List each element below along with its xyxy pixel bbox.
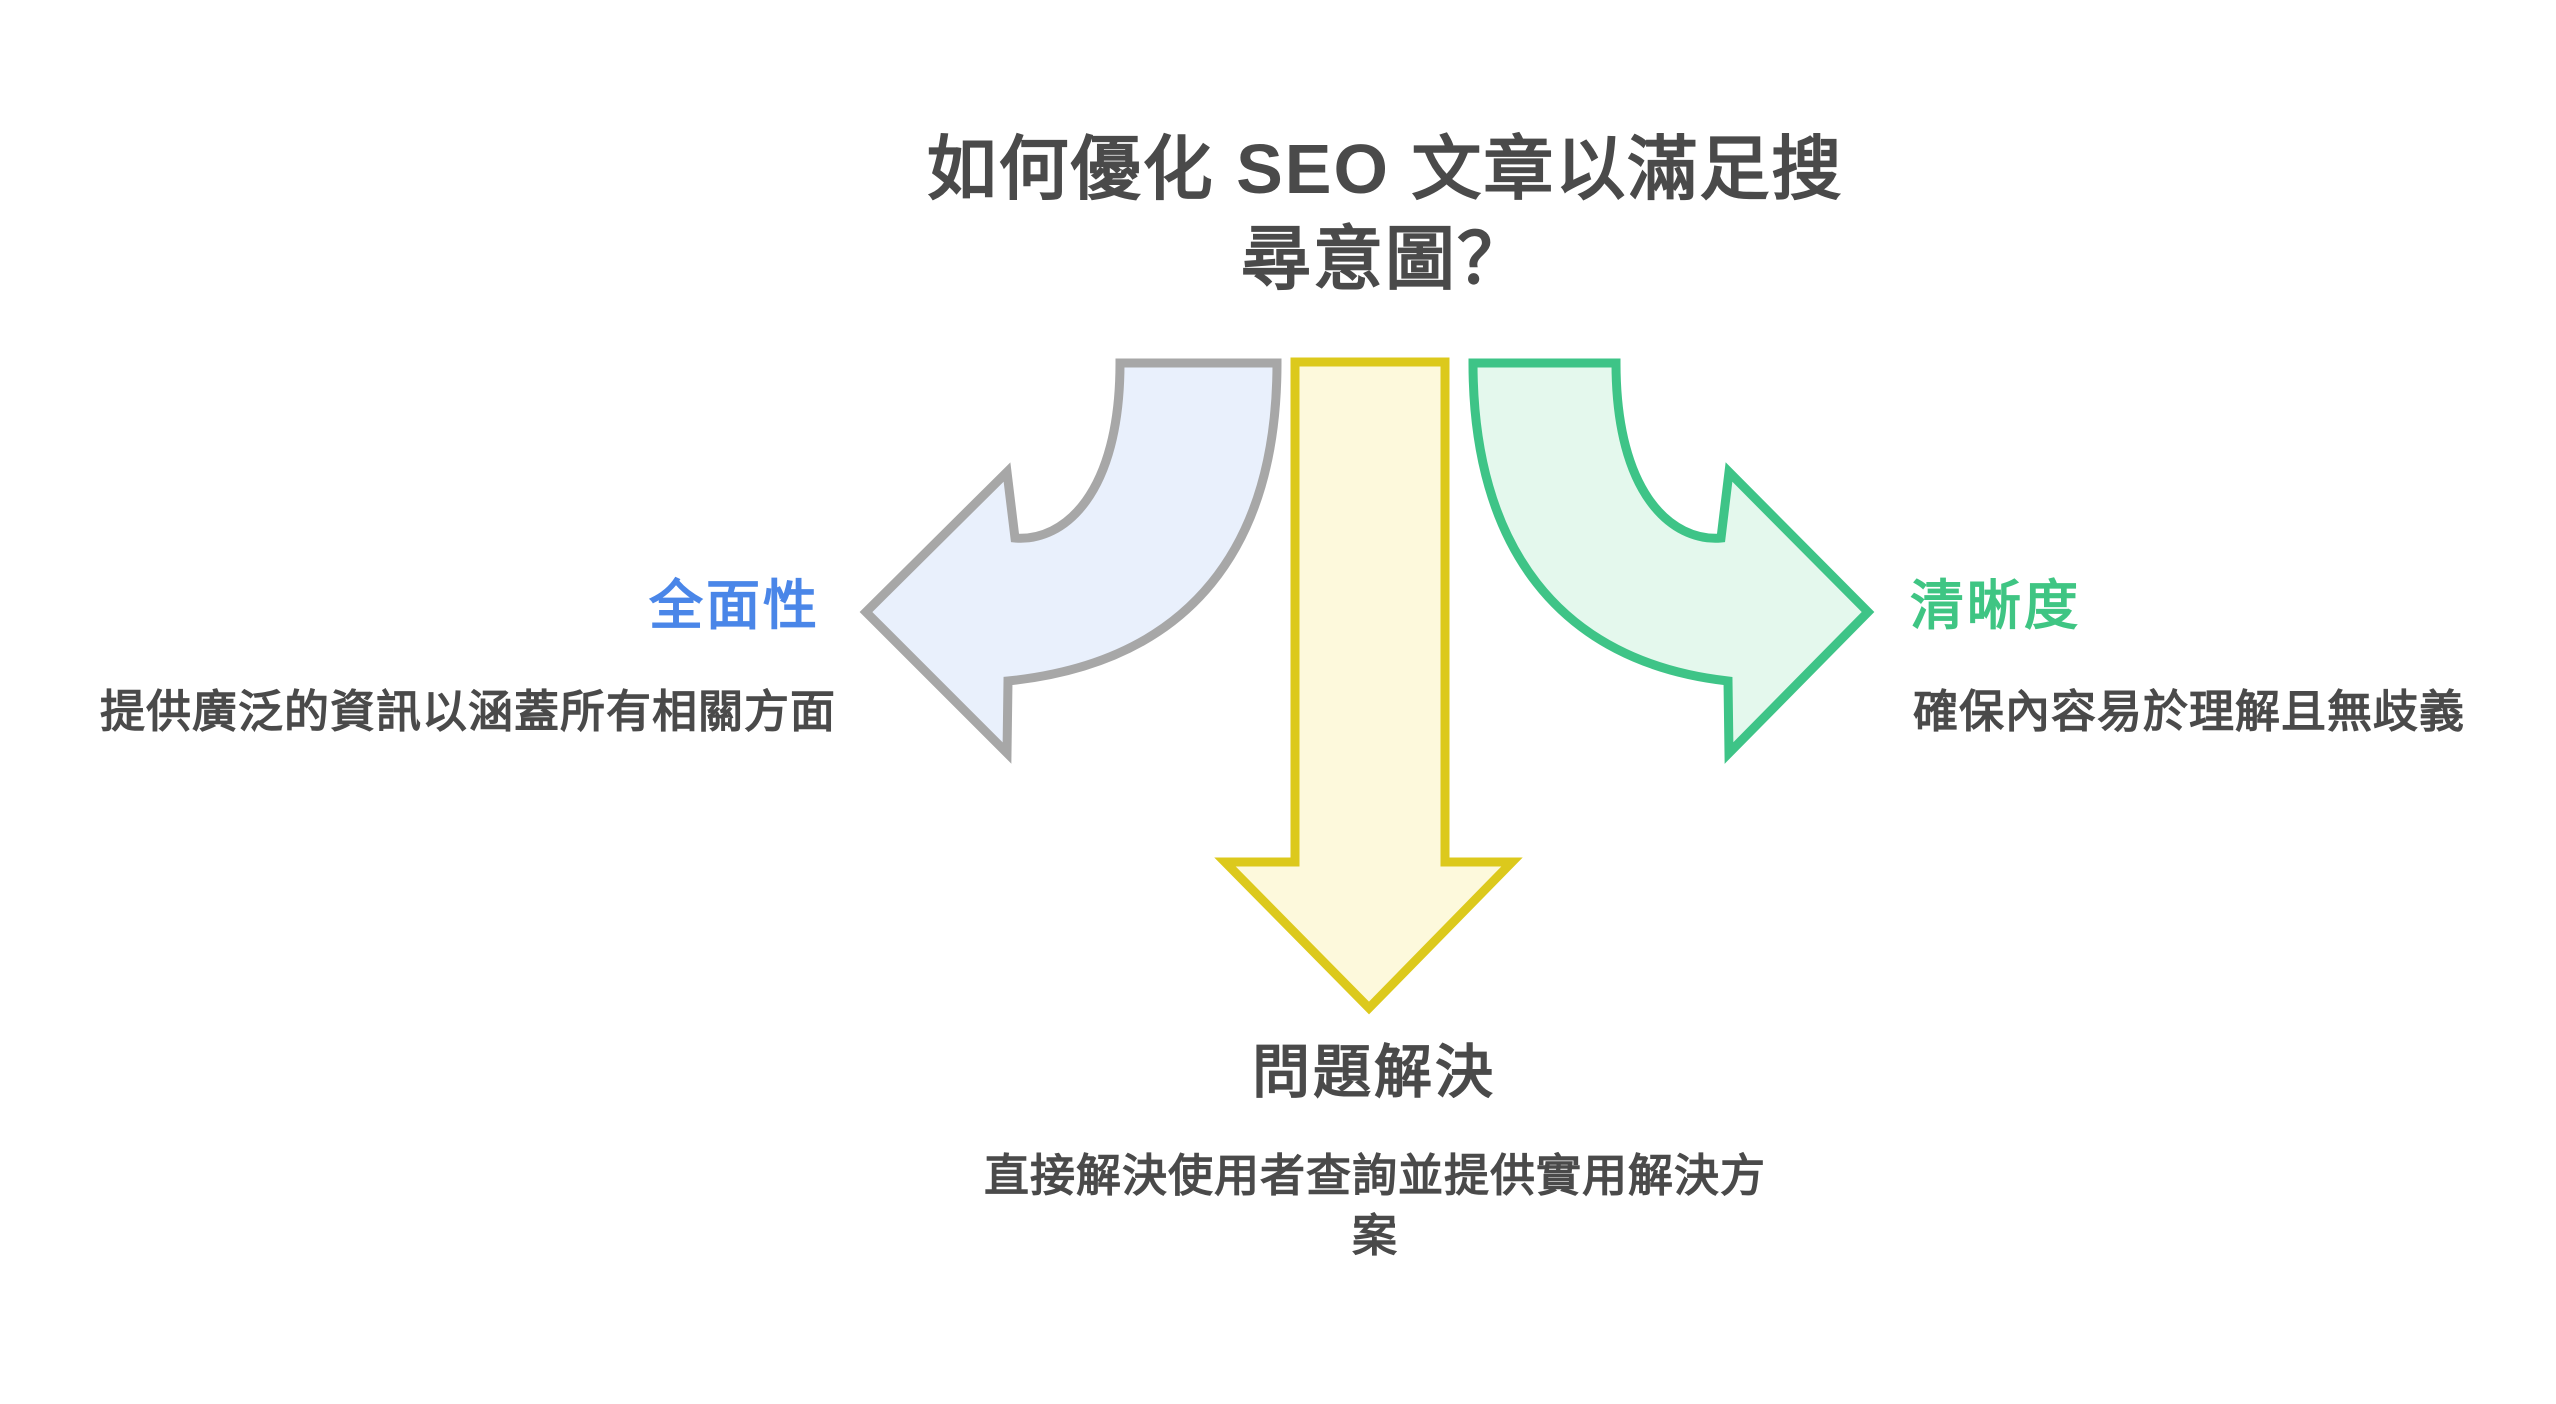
diagram-title-line-1: 如何優化 SEO 文章以滿足搜 [926,130,1844,208]
branch-center-label: 問題解決 [1251,1040,1496,1105]
branch-left-description: 提供廣泛的資訊以涵蓋所有相關方面 [100,686,837,737]
diagram-title-line-2: 尋意圖？ [1241,220,1529,298]
branch-right-description: 確保內容易於理解且無歧義 [1913,686,2466,737]
diagram-title: 如何優化 SEO 文章以滿足搜 尋意圖？ [885,124,1885,304]
right-curved-arrow-icon [1468,358,1875,764]
branch-right-label: 清晰度 [1910,576,2081,636]
branch-center-description: 直接解決使用者查詢並提供實用解決方 案 [975,1146,1775,1266]
down-arrow-icon [1214,357,1523,1015]
branch-left-label: 全面性 [649,576,820,636]
branch-center-description-line-2: 案 [1351,1210,1398,1261]
left-curved-arrow-icon [859,358,1282,764]
branch-center-description-line-1: 直接解決使用者查詢並提供實用解決方 [983,1150,1766,1201]
